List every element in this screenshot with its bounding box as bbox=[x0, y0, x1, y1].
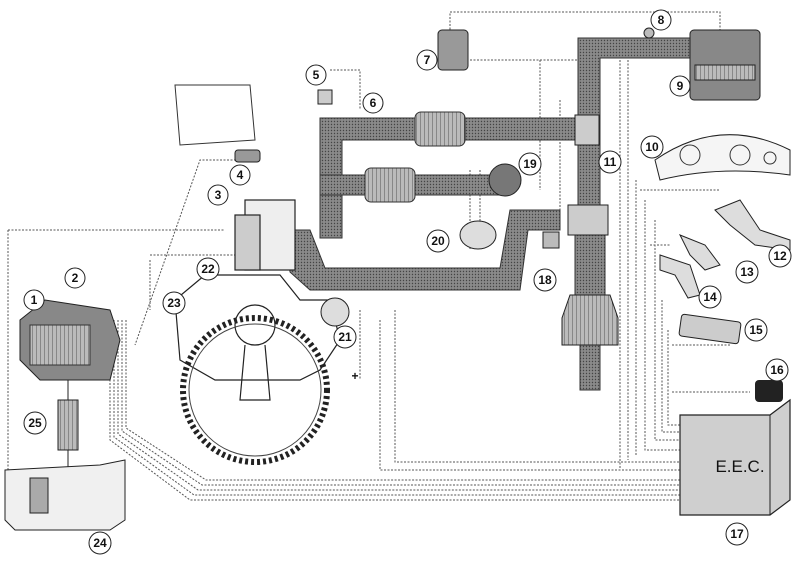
callout-12: 12 bbox=[768, 244, 792, 268]
svg-text:3: 3 bbox=[215, 188, 222, 202]
svg-text:11: 11 bbox=[604, 155, 617, 169]
callout-16: 16 bbox=[765, 358, 789, 382]
callout-19: 19 bbox=[518, 152, 542, 176]
diagnostic-connector bbox=[755, 380, 783, 402]
egr-valve bbox=[488, 163, 522, 197]
fuel-tank bbox=[4, 459, 126, 531]
svg-text:12: 12 bbox=[773, 249, 787, 263]
clutch-pedal-switch bbox=[659, 254, 701, 299]
manifold-sensor bbox=[643, 27, 655, 39]
callout-20: 20 bbox=[426, 229, 450, 253]
callout-7: 7 bbox=[416, 49, 438, 71]
brake-pedal-switch bbox=[678, 234, 721, 271]
svg-text:15: 15 bbox=[749, 323, 763, 337]
upper-silencer bbox=[414, 111, 466, 147]
callout-9: 9 bbox=[669, 75, 691, 97]
vacuum-pump bbox=[320, 297, 350, 327]
svg-text:14: 14 bbox=[703, 290, 717, 304]
catalytic-converter bbox=[561, 294, 619, 346]
callout-18: 18 bbox=[533, 268, 557, 292]
callout-25: 25 bbox=[23, 411, 47, 435]
svg-text:23: 23 bbox=[167, 296, 181, 310]
callout-6: 6 bbox=[362, 92, 384, 114]
svg-text:4: 4 bbox=[237, 168, 244, 182]
instrument-cluster bbox=[654, 134, 791, 181]
accelerator-pedal bbox=[714, 199, 791, 251]
callout-2: 2 bbox=[64, 267, 86, 289]
cylinder-head-sensor bbox=[174, 84, 256, 146]
engine-block bbox=[174, 199, 341, 401]
pressure-sensor bbox=[317, 89, 333, 105]
svg-text:19: 19 bbox=[523, 157, 537, 171]
egr-solenoid-valve bbox=[437, 29, 469, 71]
ecu-box: E.E.C. bbox=[679, 398, 791, 516]
callout-22: 22 bbox=[196, 257, 220, 281]
svg-text:20: 20 bbox=[431, 234, 445, 248]
svg-text:1: 1 bbox=[31, 293, 38, 307]
callout-11: 11 bbox=[598, 150, 622, 174]
callout-21: 21 bbox=[333, 325, 357, 349]
svg-text:25: 25 bbox=[28, 416, 42, 430]
callout-4: 4 bbox=[229, 164, 251, 186]
callout-1: 1 bbox=[23, 289, 45, 311]
svg-text:17: 17 bbox=[730, 527, 744, 541]
callout-24: 24 bbox=[88, 531, 112, 555]
middle-silencer bbox=[364, 167, 416, 203]
svg-text:21: 21 bbox=[338, 330, 352, 344]
svg-text:5: 5 bbox=[313, 68, 320, 82]
svg-text:10: 10 bbox=[645, 140, 659, 154]
injection-pump bbox=[19, 299, 121, 381]
svg-text:7: 7 bbox=[424, 53, 431, 67]
vacuum-canister bbox=[459, 220, 497, 250]
wiring-harness bbox=[7, 11, 750, 521]
exhaust-piping bbox=[284, 37, 691, 391]
throttle-position-sensor bbox=[542, 231, 560, 249]
callout-23: 23 bbox=[162, 291, 186, 315]
ecu-label: E.E.C. bbox=[715, 457, 764, 476]
svg-text:6: 6 bbox=[370, 96, 377, 110]
temperature-sensor bbox=[234, 149, 261, 163]
svg-text:13: 13 bbox=[740, 265, 754, 279]
flywheel bbox=[180, 315, 330, 465]
fuel-filter bbox=[57, 380, 79, 470]
svg-text:18: 18 bbox=[538, 273, 552, 287]
callout-13: 13 bbox=[735, 260, 759, 284]
callout-15: 15 bbox=[744, 318, 768, 342]
svg-text:2: 2 bbox=[72, 271, 79, 285]
svg-text:16: 16 bbox=[770, 363, 784, 377]
callout-17: 17 bbox=[725, 522, 749, 546]
svg-text:9: 9 bbox=[677, 79, 684, 93]
callout-5: 5 bbox=[305, 64, 327, 86]
callout-14: 14 bbox=[698, 285, 722, 309]
air-filter bbox=[689, 29, 761, 101]
svg-text:24: 24 bbox=[93, 536, 107, 550]
svg-text:8: 8 bbox=[658, 13, 665, 27]
callout-8: 8 bbox=[650, 9, 672, 31]
plus-sign: + bbox=[351, 369, 358, 383]
callout-3: 3 bbox=[207, 184, 229, 206]
callout-10: 10 bbox=[640, 135, 664, 159]
svg-text:22: 22 bbox=[201, 262, 215, 276]
relay-module bbox=[678, 313, 742, 345]
